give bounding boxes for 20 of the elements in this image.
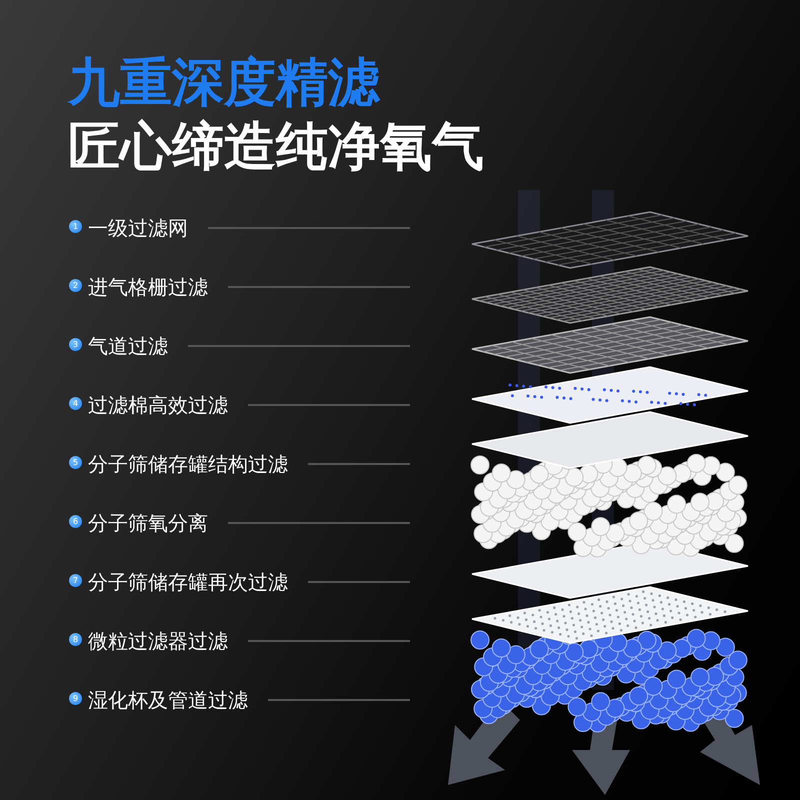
- filter-stage-label: 一级过滤网: [88, 215, 188, 241]
- filter-stage-label: 微粒过滤器过滤: [88, 628, 228, 654]
- number-badge: 6: [69, 515, 82, 528]
- number-badge: 3: [69, 338, 82, 351]
- subtitle: 匠心缔造纯净氧气: [68, 116, 484, 178]
- filter-stage-label: 分子筛储存罐结构过滤: [88, 451, 288, 477]
- filter-stage-label: 过滤棉高效过滤: [88, 392, 228, 418]
- filter-stage-label: 进气格栅过滤: [88, 274, 208, 300]
- number-badge: 4: [69, 397, 82, 410]
- number-badge: 2: [69, 279, 82, 292]
- filter-stage-label: 分子筛储存罐再次过滤: [88, 569, 288, 595]
- filter-stage-label: 气道过滤: [88, 333, 168, 359]
- number-badge: 7: [69, 574, 82, 587]
- filter-stage-label: 湿化杯及管道过滤: [88, 687, 248, 713]
- number-badge: 5: [69, 456, 82, 469]
- number-badge: 1: [69, 220, 82, 233]
- filter-stage-label: 分子筛氧分离: [88, 510, 208, 536]
- number-badge: 9: [69, 692, 82, 705]
- title: 九重深度精滤: [68, 52, 380, 114]
- number-badge: 8: [69, 633, 82, 646]
